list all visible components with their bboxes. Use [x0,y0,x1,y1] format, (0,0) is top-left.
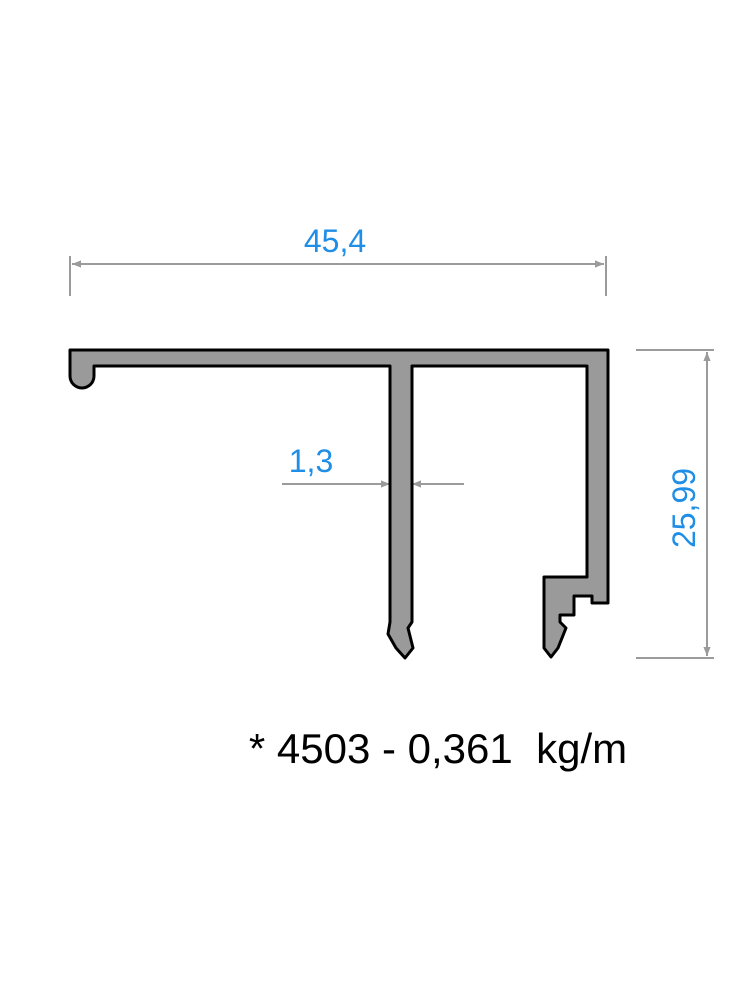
width-dimension-label: 45,4 [304,223,366,259]
aluminium-profile-section [68,348,610,660]
height-dimension-label: 25,99 [666,468,702,548]
profile-caption: * 4503 - 0,361 kg/m [249,725,627,772]
width-dimension: 45,4 [69,223,607,296]
thickness-dimension: 1,3 [282,443,464,488]
thickness-dimension-label: 1,3 [289,443,333,479]
height-dimension: 25,99 [636,349,714,659]
